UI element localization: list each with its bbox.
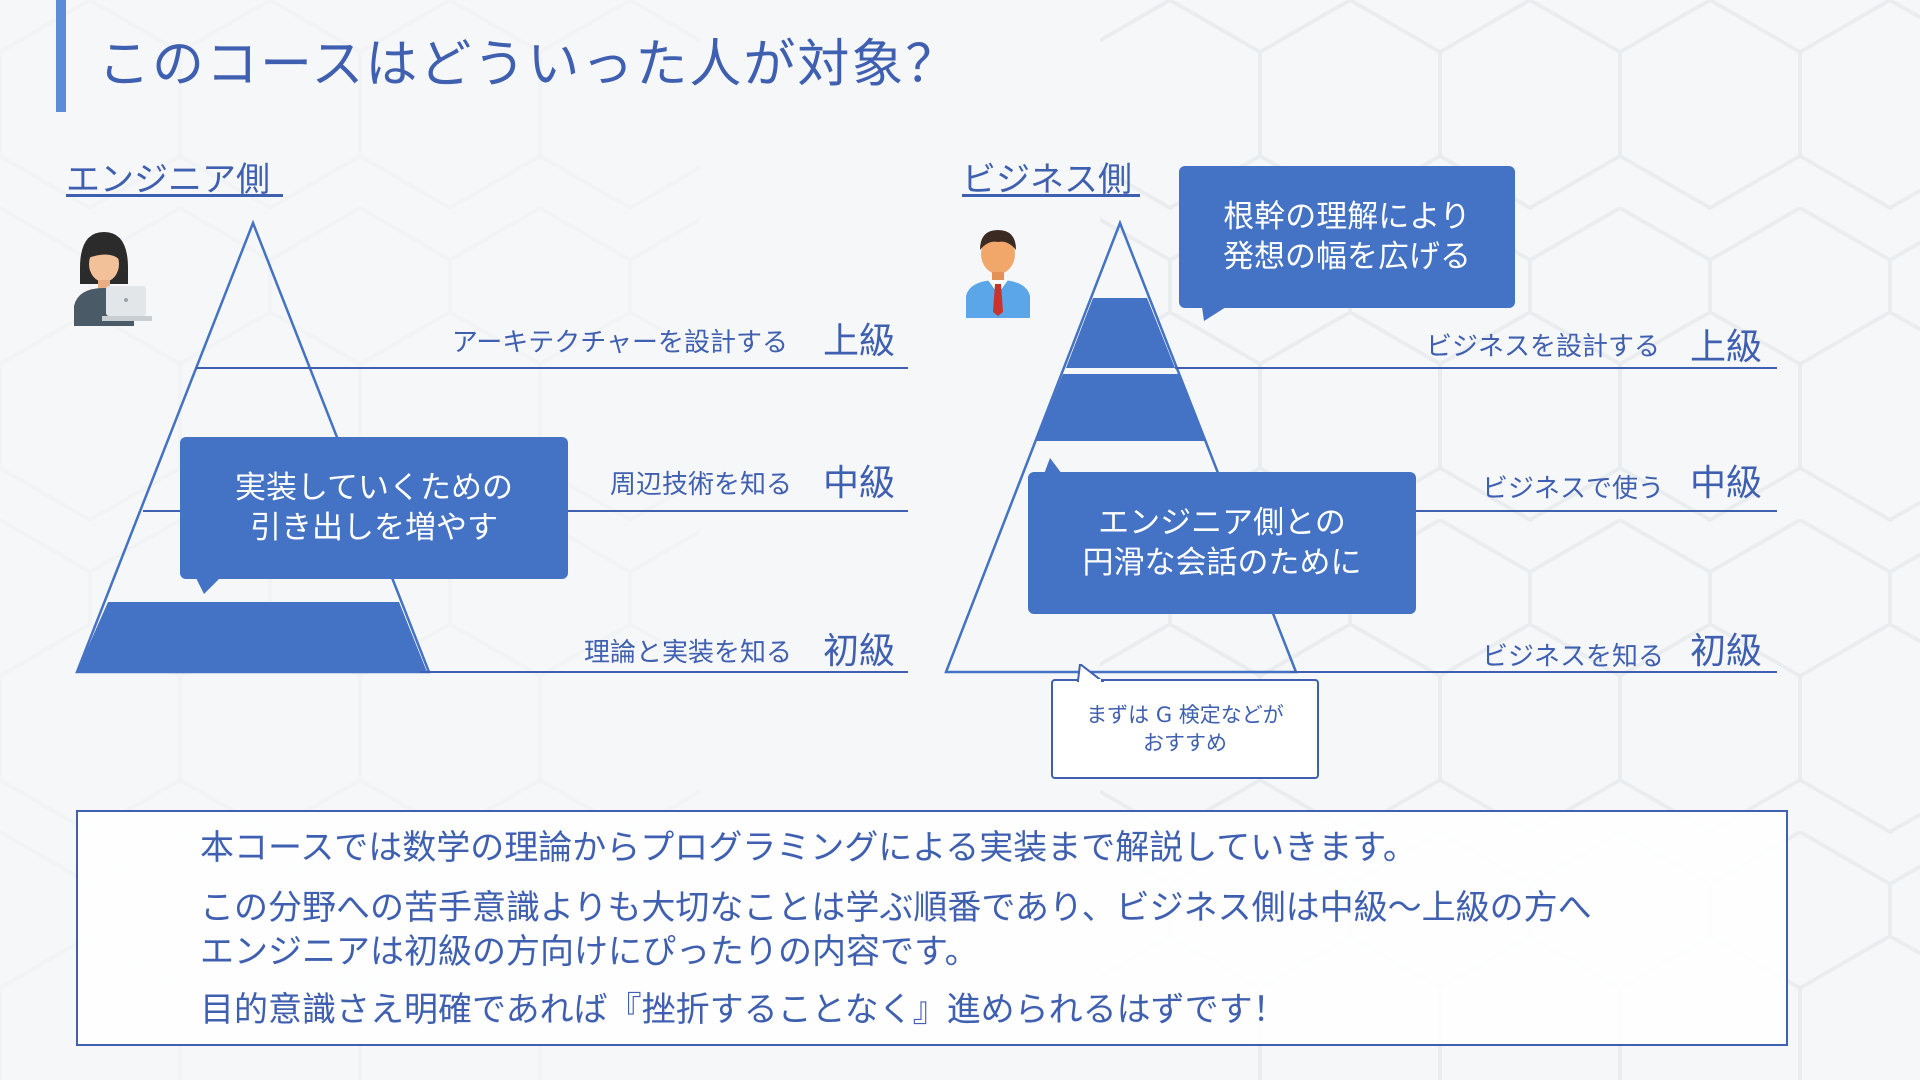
engineer-label-underline: [66, 194, 283, 197]
engineer-person-icon: [74, 232, 152, 326]
business-beginner-tag: 初級: [1690, 631, 1763, 672]
engineer-callout-pointer: [196, 578, 220, 594]
engineer-advanced-desc: アーキテクチャーを設計する: [451, 328, 788, 358]
business-label-underline: [962, 194, 1140, 197]
engineer-callout: 実装していくための 引き出しを増やす: [180, 437, 568, 579]
engineer-pyramid-beginner-tier: [77, 602, 427, 672]
business-intermediate-desc: ビジネスで使う: [1481, 474, 1664, 504]
business-top-callout-pointer: [1202, 307, 1226, 321]
summary-line-3: 目的意識さえ明確であれば『挫折することなく』進められるはずです！: [200, 990, 1287, 1030]
business-advanced-desc: ビジネスを設計する: [1425, 332, 1660, 362]
business-pyramid-advanced-tier: [1066, 298, 1175, 368]
engineer-advanced-line: [196, 367, 908, 369]
business-advanced-tag: 上級: [1690, 327, 1763, 368]
summary-box: 本コースでは数学の理論からプログラミングによる実装まで解説していきます。 この分…: [76, 810, 1788, 1046]
business-pyramid: [944, 219, 1298, 674]
engineer-intermediate-tag: 中級: [823, 463, 896, 504]
engineer-beginner-desc: 理論と実装を知る: [583, 638, 792, 668]
business-note-callout: まずは G 検定などが おすすめ: [1051, 679, 1319, 779]
engineer-advanced-tag: 上級: [823, 321, 896, 362]
summary-line-2: この分野への苦手意識よりも大切なことは学ぶ順番であり、ビジネス側は中級～上級の方…: [200, 888, 1592, 972]
business-middle-callout-pointer: [1044, 458, 1062, 474]
business-beginner-desc: ビジネスを知る: [1481, 642, 1664, 672]
title-accent-bar: [56, 0, 66, 112]
business-section-label: ビジネス側: [962, 160, 1132, 200]
engineer-intermediate-desc: 周辺技術を知る: [609, 470, 792, 500]
page-title: このコースはどういった人が対象？: [98, 35, 960, 95]
business-top-callout: 根幹の理解により 発想の幅を広げる: [1179, 166, 1515, 308]
business-pyramid-intermediate-tier: [1036, 374, 1206, 441]
business-intermediate-tag: 中級: [1690, 463, 1763, 504]
business-beginner-line: [1290, 671, 1777, 673]
summary-line-1: 本コースでは数学の理論からプログラミングによる実装まで解説していきます。: [200, 828, 1417, 868]
business-note-pointer: [1076, 664, 1104, 682]
business-advanced-line: [1175, 367, 1777, 369]
engineer-section-label: エンジニア側: [66, 160, 270, 200]
business-person-icon: [966, 230, 1030, 318]
engineer-beginner-line: [420, 671, 908, 673]
engineer-beginner-tag: 初級: [823, 631, 896, 672]
business-middle-callout: エンジニア側との 円滑な会話のために: [1028, 472, 1416, 614]
